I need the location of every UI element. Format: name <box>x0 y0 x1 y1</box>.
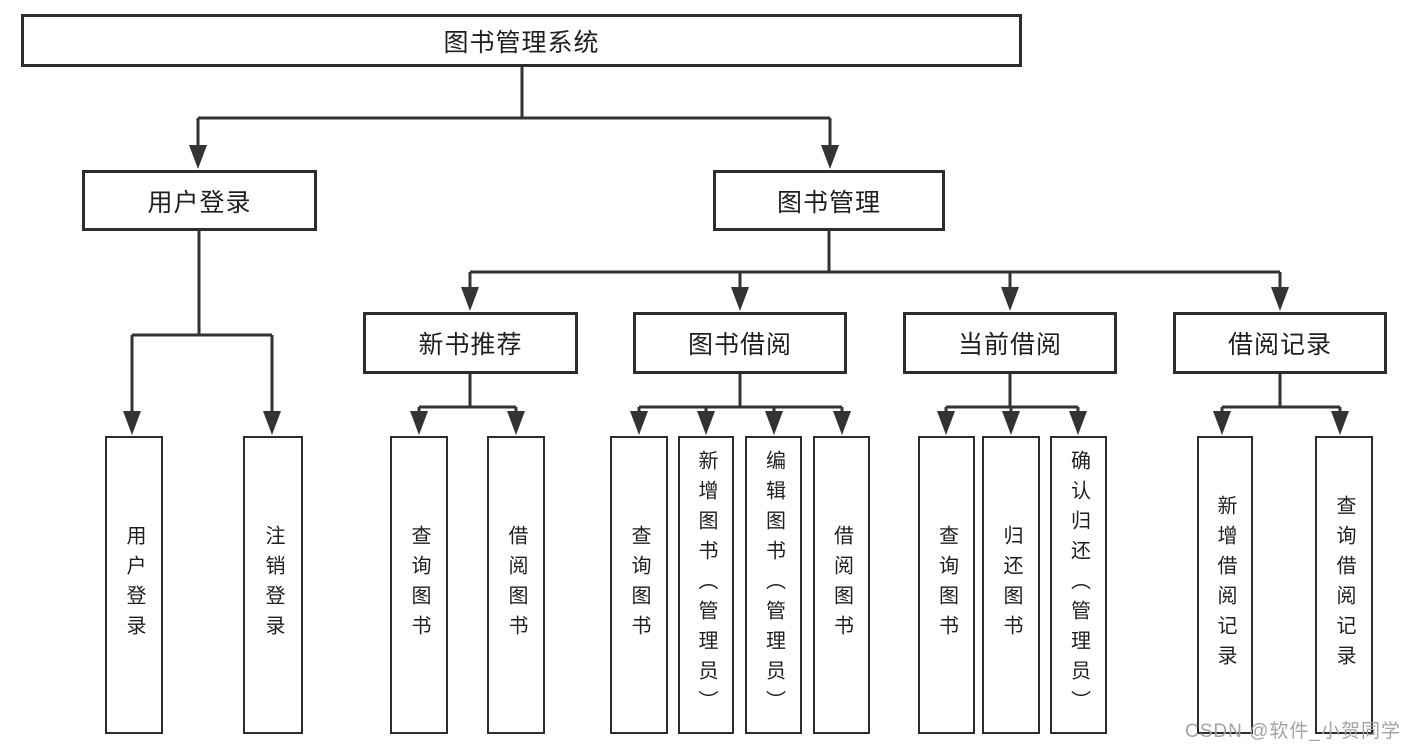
leaf-return-books: 归还图书 <box>982 436 1040 734</box>
node-current-borrow: 当前借阅 <box>903 312 1117 374</box>
node-root-book-management-system: 图书管理系统 <box>21 14 1022 67</box>
node-new-book-recommend: 新书推荐 <box>363 312 578 374</box>
leaf-add-borrow-record: 新增借阅记录 <box>1197 436 1253 734</box>
leaf-logout: 注销登录 <box>243 436 303 734</box>
leaf-label: 新增借阅记录 <box>1214 495 1236 675</box>
leaf-query-books-2: 查询图书 <box>610 436 668 734</box>
csdn-watermark: CSDN @软件_小贺同学 <box>1185 721 1401 742</box>
leaf-add-books-admin: 新增图书（管理员） <box>678 436 734 734</box>
leaf-edit-books-admin: 编辑图书（管理员） <box>745 436 802 734</box>
leaf-confirm-return-admin: 确认归还（管理员） <box>1050 436 1107 734</box>
leaf-query-books-3: 查询图书 <box>918 436 975 734</box>
leaf-label: 用户登录 <box>123 525 145 645</box>
leaf-query-borrow-record: 查询借阅记录 <box>1315 436 1373 734</box>
leaf-label: 查询图书 <box>408 525 430 645</box>
leaf-label: 借阅图书 <box>505 525 527 645</box>
leaf-user-login: 用户登录 <box>105 436 163 734</box>
leaf-label: 借阅图书 <box>830 525 853 645</box>
leaf-label: 确认归还（管理员） <box>1067 450 1090 720</box>
node-book-management: 图书管理 <box>713 170 945 231</box>
leaf-label: 查询图书 <box>628 525 650 645</box>
leaf-borrow-books-1: 借阅图书 <box>487 436 545 734</box>
leaf-label: 查询借阅记录 <box>1333 495 1355 675</box>
node-borrow-record: 借阅记录 <box>1173 312 1387 374</box>
node-book-borrow: 图书借阅 <box>633 312 847 374</box>
leaf-query-books-1: 查询图书 <box>390 436 448 734</box>
node-user-login: 用户登录 <box>82 170 317 231</box>
leaf-borrow-books-2: 借阅图书 <box>813 436 870 734</box>
leaf-label: 注销登录 <box>262 525 284 645</box>
leaf-label: 编辑图书（管理员） <box>762 450 785 720</box>
leaf-label: 查询图书 <box>935 525 958 645</box>
leaf-label: 新增图书（管理员） <box>695 450 717 720</box>
leaf-label: 归还图书 <box>1000 525 1022 645</box>
